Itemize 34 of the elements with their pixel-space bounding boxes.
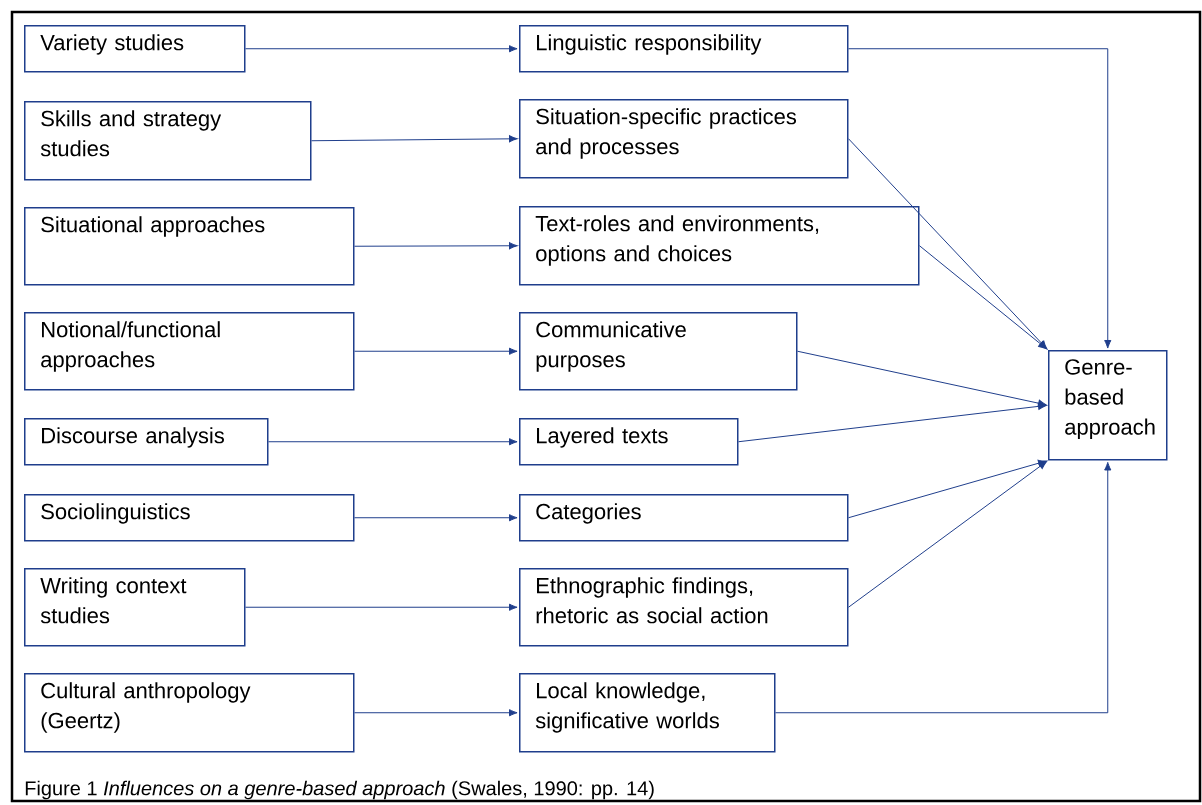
process-box: Cultural anthropology (Geertz) xyxy=(24,673,355,753)
arrow xyxy=(354,514,518,522)
process-box: Sociolinguistics xyxy=(24,494,355,542)
process-box: Ethnographic findings, rhetoric as social action xyxy=(519,568,849,647)
arrow xyxy=(848,461,1047,608)
arrow xyxy=(354,709,518,717)
process-box: Linguistic responsibility xyxy=(519,25,849,73)
process-box: Text-roles and environments, options and choices xyxy=(519,206,920,286)
arrow xyxy=(848,138,1048,350)
process-box: Layered texts xyxy=(519,418,739,466)
arrow xyxy=(245,603,518,611)
process-box: Skills and strategy studies xyxy=(24,101,312,181)
process-box: Communicative purposes xyxy=(519,312,798,391)
arrow xyxy=(797,350,1047,407)
process-box: Variety studies xyxy=(24,25,246,73)
process-box: Situation-specific practices and processes xyxy=(519,99,849,179)
arrow xyxy=(738,402,1047,443)
process-box: Writing context studies xyxy=(24,568,246,647)
arrow xyxy=(354,347,518,355)
arrow xyxy=(848,459,1047,519)
arrow xyxy=(775,461,1112,714)
process-box: Discourse analysis xyxy=(24,418,269,466)
arrow xyxy=(354,242,518,250)
process-box: Situational approaches xyxy=(24,207,355,286)
arrow xyxy=(311,135,518,143)
arrow xyxy=(919,245,1047,350)
arrow xyxy=(848,48,1112,349)
target-box: Genre-based approach xyxy=(1048,350,1168,461)
process-box: Notional/functional approaches xyxy=(24,312,355,391)
process-box: Local knowledge, significative worlds xyxy=(519,673,776,753)
caption: Figure 1 Influences on a genre-based approach (Swales, 1990: pp. 14) xyxy=(25,780,654,800)
arrow xyxy=(268,438,518,446)
process-box: Categories xyxy=(519,494,849,542)
arrow xyxy=(245,45,518,53)
